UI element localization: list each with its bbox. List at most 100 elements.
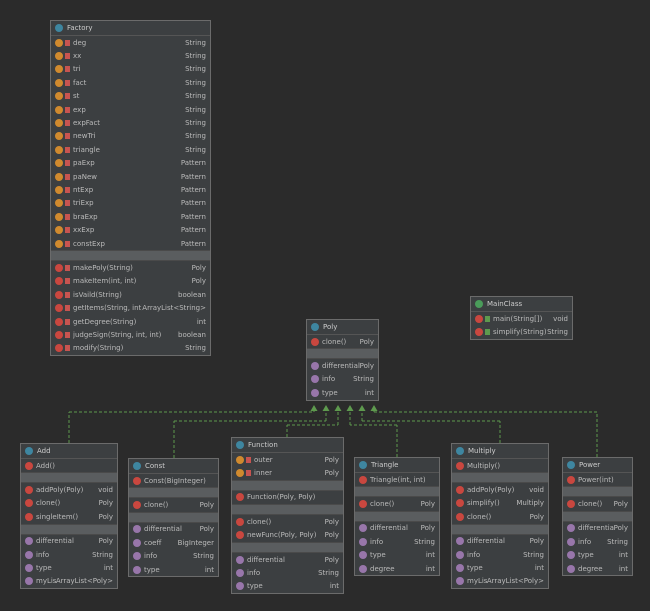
member-name: degree: [578, 564, 603, 573]
method-row[interactable]: addPoly(Poly)void: [21, 483, 117, 496]
member-type: String: [547, 328, 568, 337]
member-name: differential: [578, 524, 614, 533]
method-row[interactable]: simplify(String)String: [471, 325, 572, 338]
class-header[interactable]: Add: [21, 444, 117, 459]
visibility-icon: [246, 456, 251, 463]
ctor-row[interactable]: Add(): [21, 459, 117, 472]
method-row[interactable]: makeItem(int, int)Poly: [51, 275, 210, 288]
method-row[interactable]: clone()Poly: [21, 497, 117, 510]
method-row[interactable]: clone()Poly: [563, 497, 632, 510]
method-row[interactable]: newFunc(Poly, Poly)Poly: [232, 529, 343, 542]
ctor-row[interactable]: Triangle(int, int): [355, 473, 439, 486]
ctor-row[interactable]: Power(int): [563, 473, 632, 486]
ctor-row[interactable]: Function(Poly, Poly): [232, 491, 343, 504]
class-header[interactable]: Const: [129, 459, 218, 474]
method-row[interactable]: isVaild(String)boolean: [51, 288, 210, 301]
method-row[interactable]: clone()Poly: [452, 510, 548, 523]
method-row[interactable]: judgeSign(String, int, int)boolean: [51, 328, 210, 341]
class-header[interactable]: Factory: [51, 21, 210, 36]
class-header[interactable]: Function: [232, 438, 343, 453]
prop-row[interactable]: myListArrayList<Poly>: [21, 575, 117, 588]
section-separator: [129, 511, 218, 523]
prop-row[interactable]: myListArrayList<Poly>: [452, 575, 548, 588]
method-icon: [359, 475, 367, 484]
member-name: info: [144, 552, 158, 561]
ctor-row[interactable]: Multiply(): [452, 459, 548, 472]
ctor-row[interactable]: Const(BigInteger): [129, 474, 218, 487]
class-header[interactable]: Triangle: [355, 458, 439, 473]
method-row[interactable]: clone()Poly: [129, 498, 218, 511]
method-icon: [133, 476, 141, 485]
method-row[interactable]: addPoly(Poly)void: [452, 483, 548, 496]
class-header[interactable]: Power: [563, 458, 632, 473]
property-icon: [359, 524, 367, 533]
section-separator: [307, 348, 378, 360]
class-header[interactable]: MainClass: [471, 297, 572, 312]
method-row[interactable]: main(String[])void: [471, 312, 572, 325]
class-header[interactable]: Multiply: [452, 444, 548, 459]
visibility-icon: [65, 146, 70, 153]
method-row[interactable]: modify(String)String: [51, 342, 210, 355]
method-row[interactable]: singleItem()Poly: [21, 510, 117, 523]
method-row[interactable]: clone()Poly: [355, 497, 439, 510]
method-row[interactable]: clone()Poly: [232, 515, 343, 528]
method-row[interactable]: getItems(String, int)ArrayList<String>: [51, 301, 210, 314]
class-header[interactable]: Poly: [307, 320, 378, 335]
method-row[interactable]: makePoly(String)Poly: [51, 261, 210, 274]
method-row[interactable]: simplify()Multiply: [452, 497, 548, 510]
method-row[interactable]: getDegree(String)int: [51, 315, 210, 328]
method-row[interactable]: clone()Poly: [307, 335, 378, 348]
